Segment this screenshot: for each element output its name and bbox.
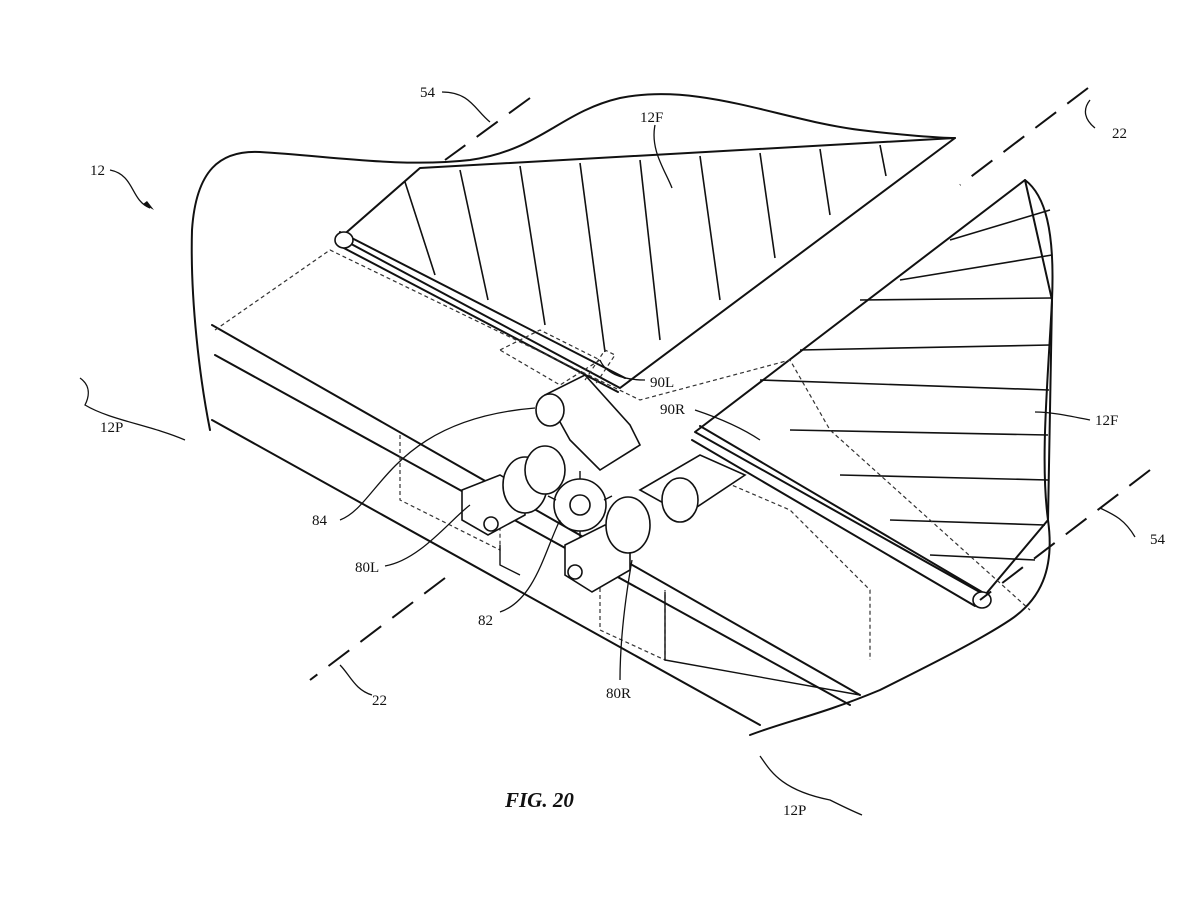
label-54-right: 54 [1150,532,1166,548]
label-12F-right: 12F [1095,413,1118,429]
gear-82 [547,471,613,539]
label-90R: 90R [660,402,685,418]
label-22-top: 22 [1112,126,1127,142]
label-80L: 80L [355,560,379,576]
roller-80R [564,454,747,593]
flap-top [339,137,956,389]
flap-right [694,179,1053,596]
axis-lines [309,87,1151,681]
labels: 54 12F 22 12 12P 90L 90R 12F 84 54 80L 8… [90,85,1166,819]
label-80R: 80R [606,686,631,702]
label-84: 84 [312,513,328,529]
arrowhead-icon [143,201,154,210]
body-outline [190,93,1054,736]
leader-lines [79,91,1136,816]
label-22-bottom: 22 [372,693,387,709]
figure-caption: FIG. 20 [504,788,574,812]
label-12F-top: 12F [640,110,663,126]
roller-80L [461,445,566,536]
label-90L: 90L [650,375,674,391]
label-12P-bottom: 12P [783,803,806,819]
label-12P-left: 12P [100,420,123,436]
label-12: 12 [90,163,105,179]
hinge-rods [334,231,992,609]
label-54-top: 54 [420,85,436,101]
label-82: 82 [478,613,493,629]
housing-84 [535,349,642,472]
